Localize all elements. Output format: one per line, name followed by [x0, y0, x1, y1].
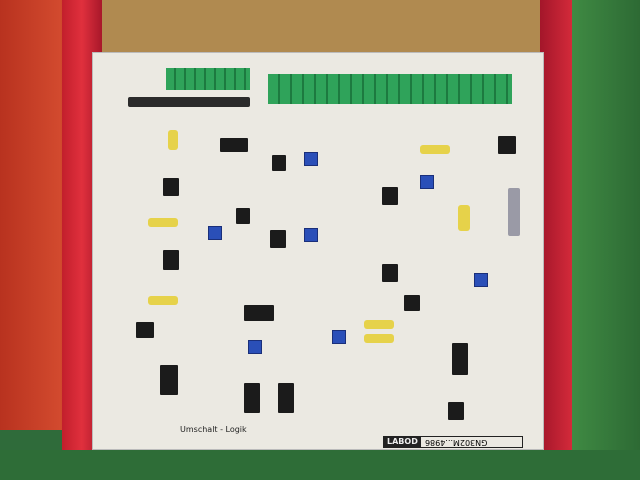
potentiometer [304, 228, 318, 242]
red-frame-right [540, 0, 572, 460]
transistor [163, 250, 179, 270]
section-label: Umschalt - Logik [180, 425, 247, 434]
green-cabinet-bottom [0, 450, 640, 480]
ic-chip [160, 365, 178, 395]
capacitor [148, 296, 178, 305]
transistor [382, 187, 398, 205]
ic-chip [404, 295, 420, 311]
ic-chip [220, 138, 248, 152]
transistor [272, 155, 286, 171]
capacitor [148, 218, 178, 227]
ic-chip [236, 208, 250, 224]
manufacturer-logo: LABOD [384, 437, 421, 447]
ic-chip [448, 402, 464, 420]
transistor [163, 178, 179, 196]
potentiometer [474, 273, 488, 287]
manufacturer-label: LABOD GN302M...4986 [383, 436, 523, 448]
potentiometer [420, 175, 434, 189]
potentiometer [208, 226, 222, 240]
capacitor [364, 320, 394, 329]
ic-chip [452, 343, 468, 375]
capacitor [364, 334, 394, 343]
ribbon-connector [508, 188, 520, 236]
capacitor [420, 145, 450, 154]
ic-chip [278, 383, 294, 413]
potentiometer [332, 330, 346, 344]
terminal-block-main [268, 74, 512, 104]
terminal-block-small [166, 68, 250, 90]
ic-chip [244, 305, 274, 321]
ic-chip [136, 322, 154, 338]
transistor [270, 230, 286, 248]
transistor [382, 264, 398, 282]
connector-header [128, 97, 250, 107]
ic-chip [244, 383, 260, 413]
background-wiring-area [100, 0, 540, 60]
green-cabinet-side [572, 0, 640, 480]
potentiometer [248, 340, 262, 354]
model-number: GN302M...4986 [424, 437, 488, 447]
capacitor [168, 130, 178, 150]
ic-chip [498, 136, 516, 154]
capacitor [458, 205, 470, 231]
potentiometer [304, 152, 318, 166]
